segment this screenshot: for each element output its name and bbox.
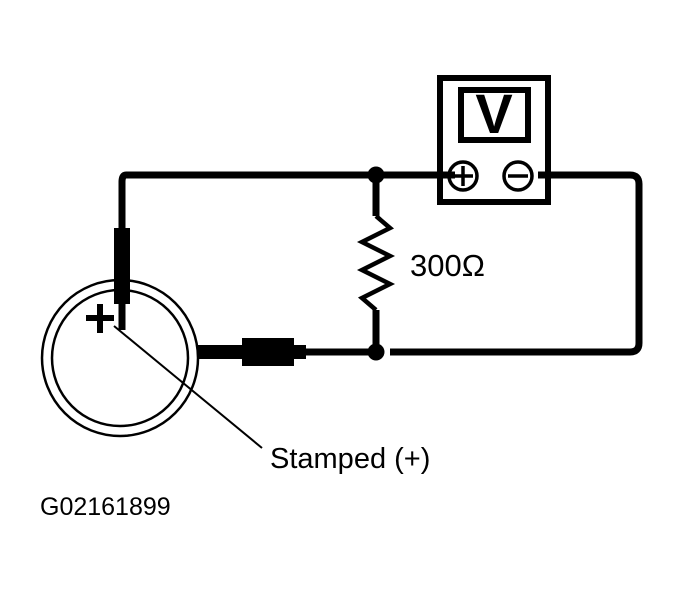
voltmeter-symbol: V bbox=[437, 75, 551, 205]
stamped-callout-leader-line bbox=[113, 325, 263, 449]
wire-right-loop bbox=[390, 171, 643, 356]
cell-outer-circle bbox=[40, 278, 200, 438]
bottom-junction-dot bbox=[367, 343, 385, 361]
round-cell-symbol bbox=[40, 278, 200, 438]
resistor-value-label: 300Ω bbox=[410, 248, 485, 283]
negative-terminal-circle bbox=[502, 160, 534, 192]
top-junction-dot bbox=[367, 166, 385, 184]
positive-lead-connector bbox=[114, 228, 130, 330]
cell-inner-circle bbox=[50, 288, 190, 428]
resistor-zigzag-icon bbox=[356, 214, 396, 312]
resistor-symbol bbox=[356, 214, 396, 312]
negative-lead-connector bbox=[198, 338, 306, 366]
voltmeter-positive-terminal[interactable] bbox=[447, 160, 479, 192]
wiring-group bbox=[118, 171, 643, 356]
voltmeter-display-letter: V bbox=[475, 82, 512, 145]
stamped-callout-label: Stamped (+) bbox=[270, 443, 430, 475]
cell-plus-mark-icon bbox=[86, 304, 114, 333]
figure-id-label: G02161899 bbox=[40, 493, 171, 521]
voltmeter-body bbox=[437, 75, 551, 205]
positive-terminal-plus-icon bbox=[453, 166, 473, 186]
wire-left-corner bbox=[118, 171, 127, 232]
voltmeter-display-window bbox=[458, 87, 531, 143]
voltmeter-negative-terminal[interactable] bbox=[502, 160, 534, 192]
positive-lead-block bbox=[114, 228, 130, 304]
negative-lead-block bbox=[242, 338, 294, 366]
positive-terminal-circle bbox=[447, 160, 479, 192]
